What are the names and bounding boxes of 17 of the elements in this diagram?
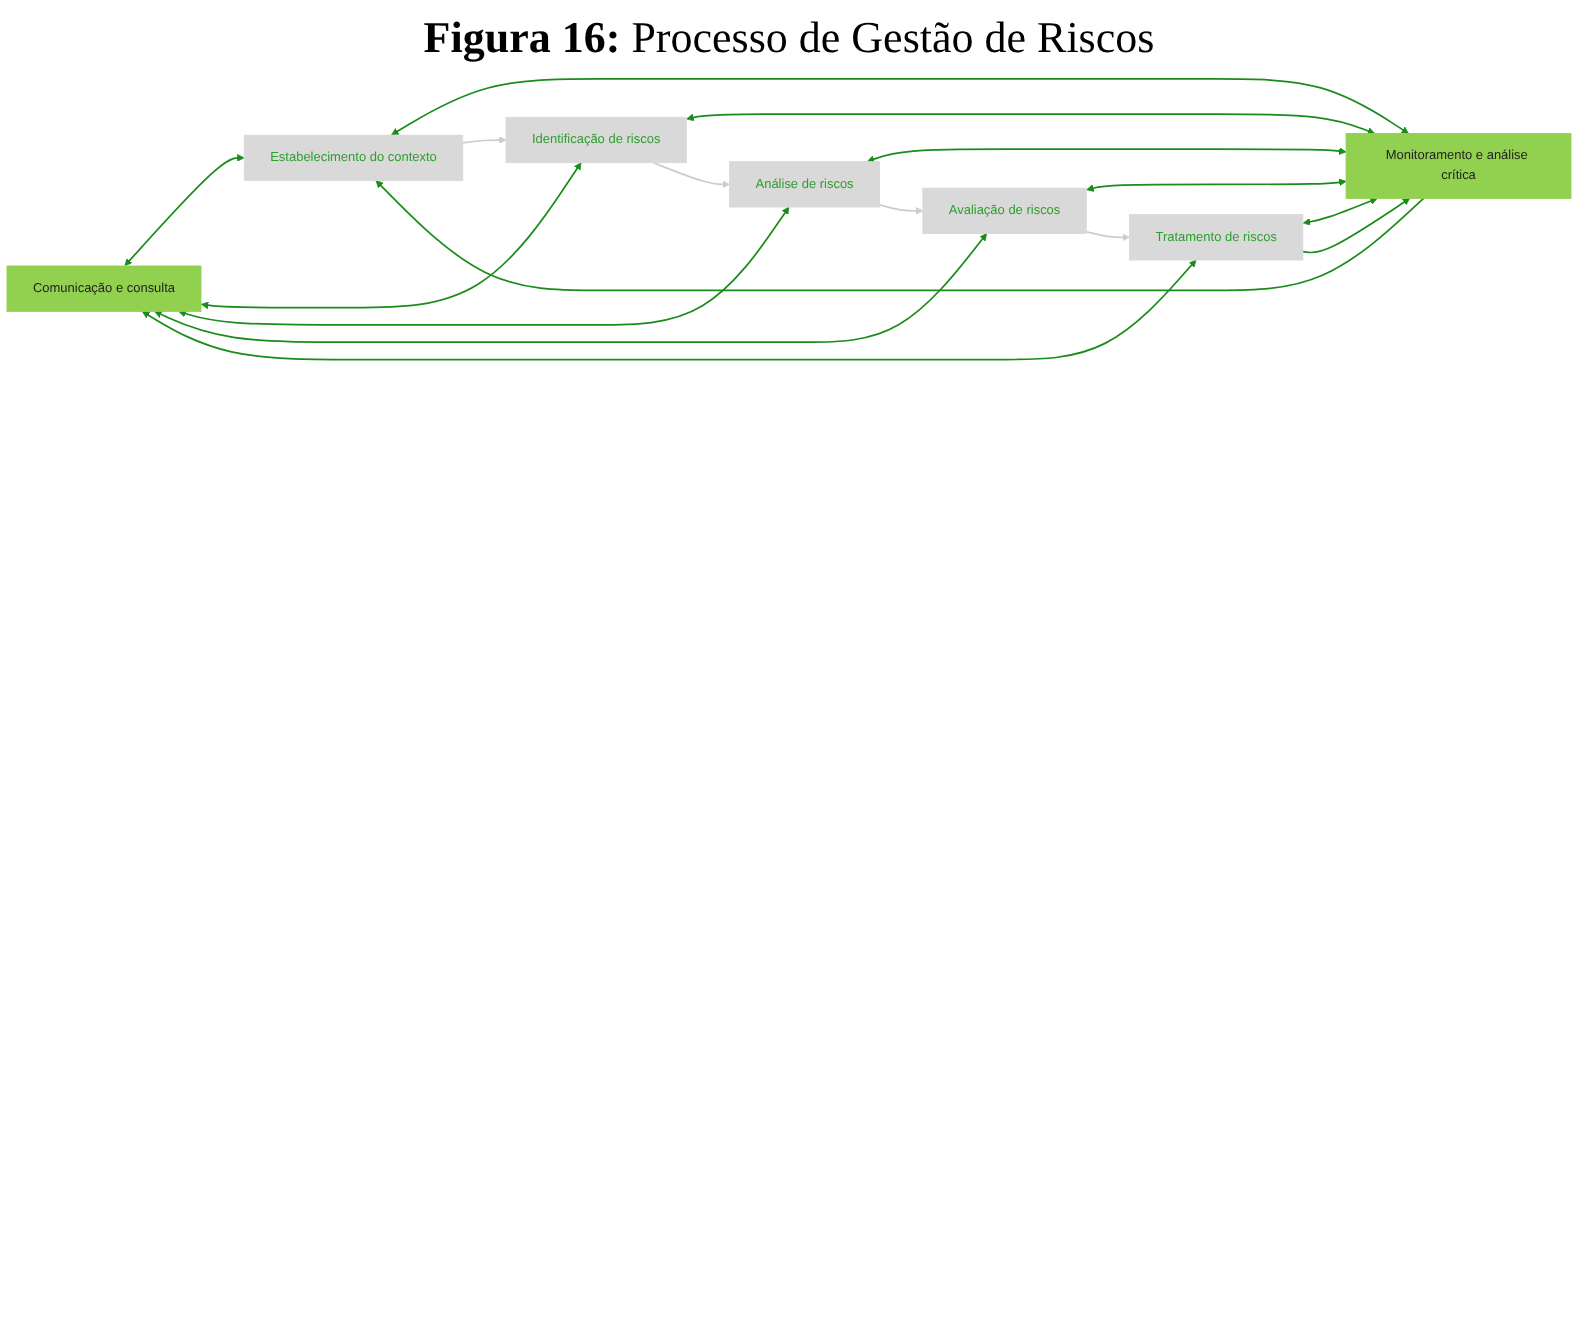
arrow bbox=[142, 259, 1197, 361]
arrow bbox=[461, 136, 507, 144]
arrow bbox=[178, 206, 790, 326]
arrow bbox=[375, 180, 1425, 292]
arrow bbox=[201, 162, 582, 310]
figure-title: Figura 16: Processo de Gestão de Riscos bbox=[421, 12, 1157, 64]
arrow bbox=[1301, 198, 1411, 254]
arrow bbox=[1085, 230, 1130, 242]
arrow bbox=[878, 204, 924, 215]
arrow bbox=[1302, 197, 1378, 226]
arrow bbox=[686, 113, 1376, 135]
arrow bbox=[652, 161, 730, 189]
arrow bbox=[1086, 178, 1347, 192]
arrow bbox=[154, 233, 988, 344]
arrow bbox=[124, 154, 245, 267]
arrow bbox=[867, 147, 1347, 163]
arrow bbox=[391, 78, 1409, 136]
